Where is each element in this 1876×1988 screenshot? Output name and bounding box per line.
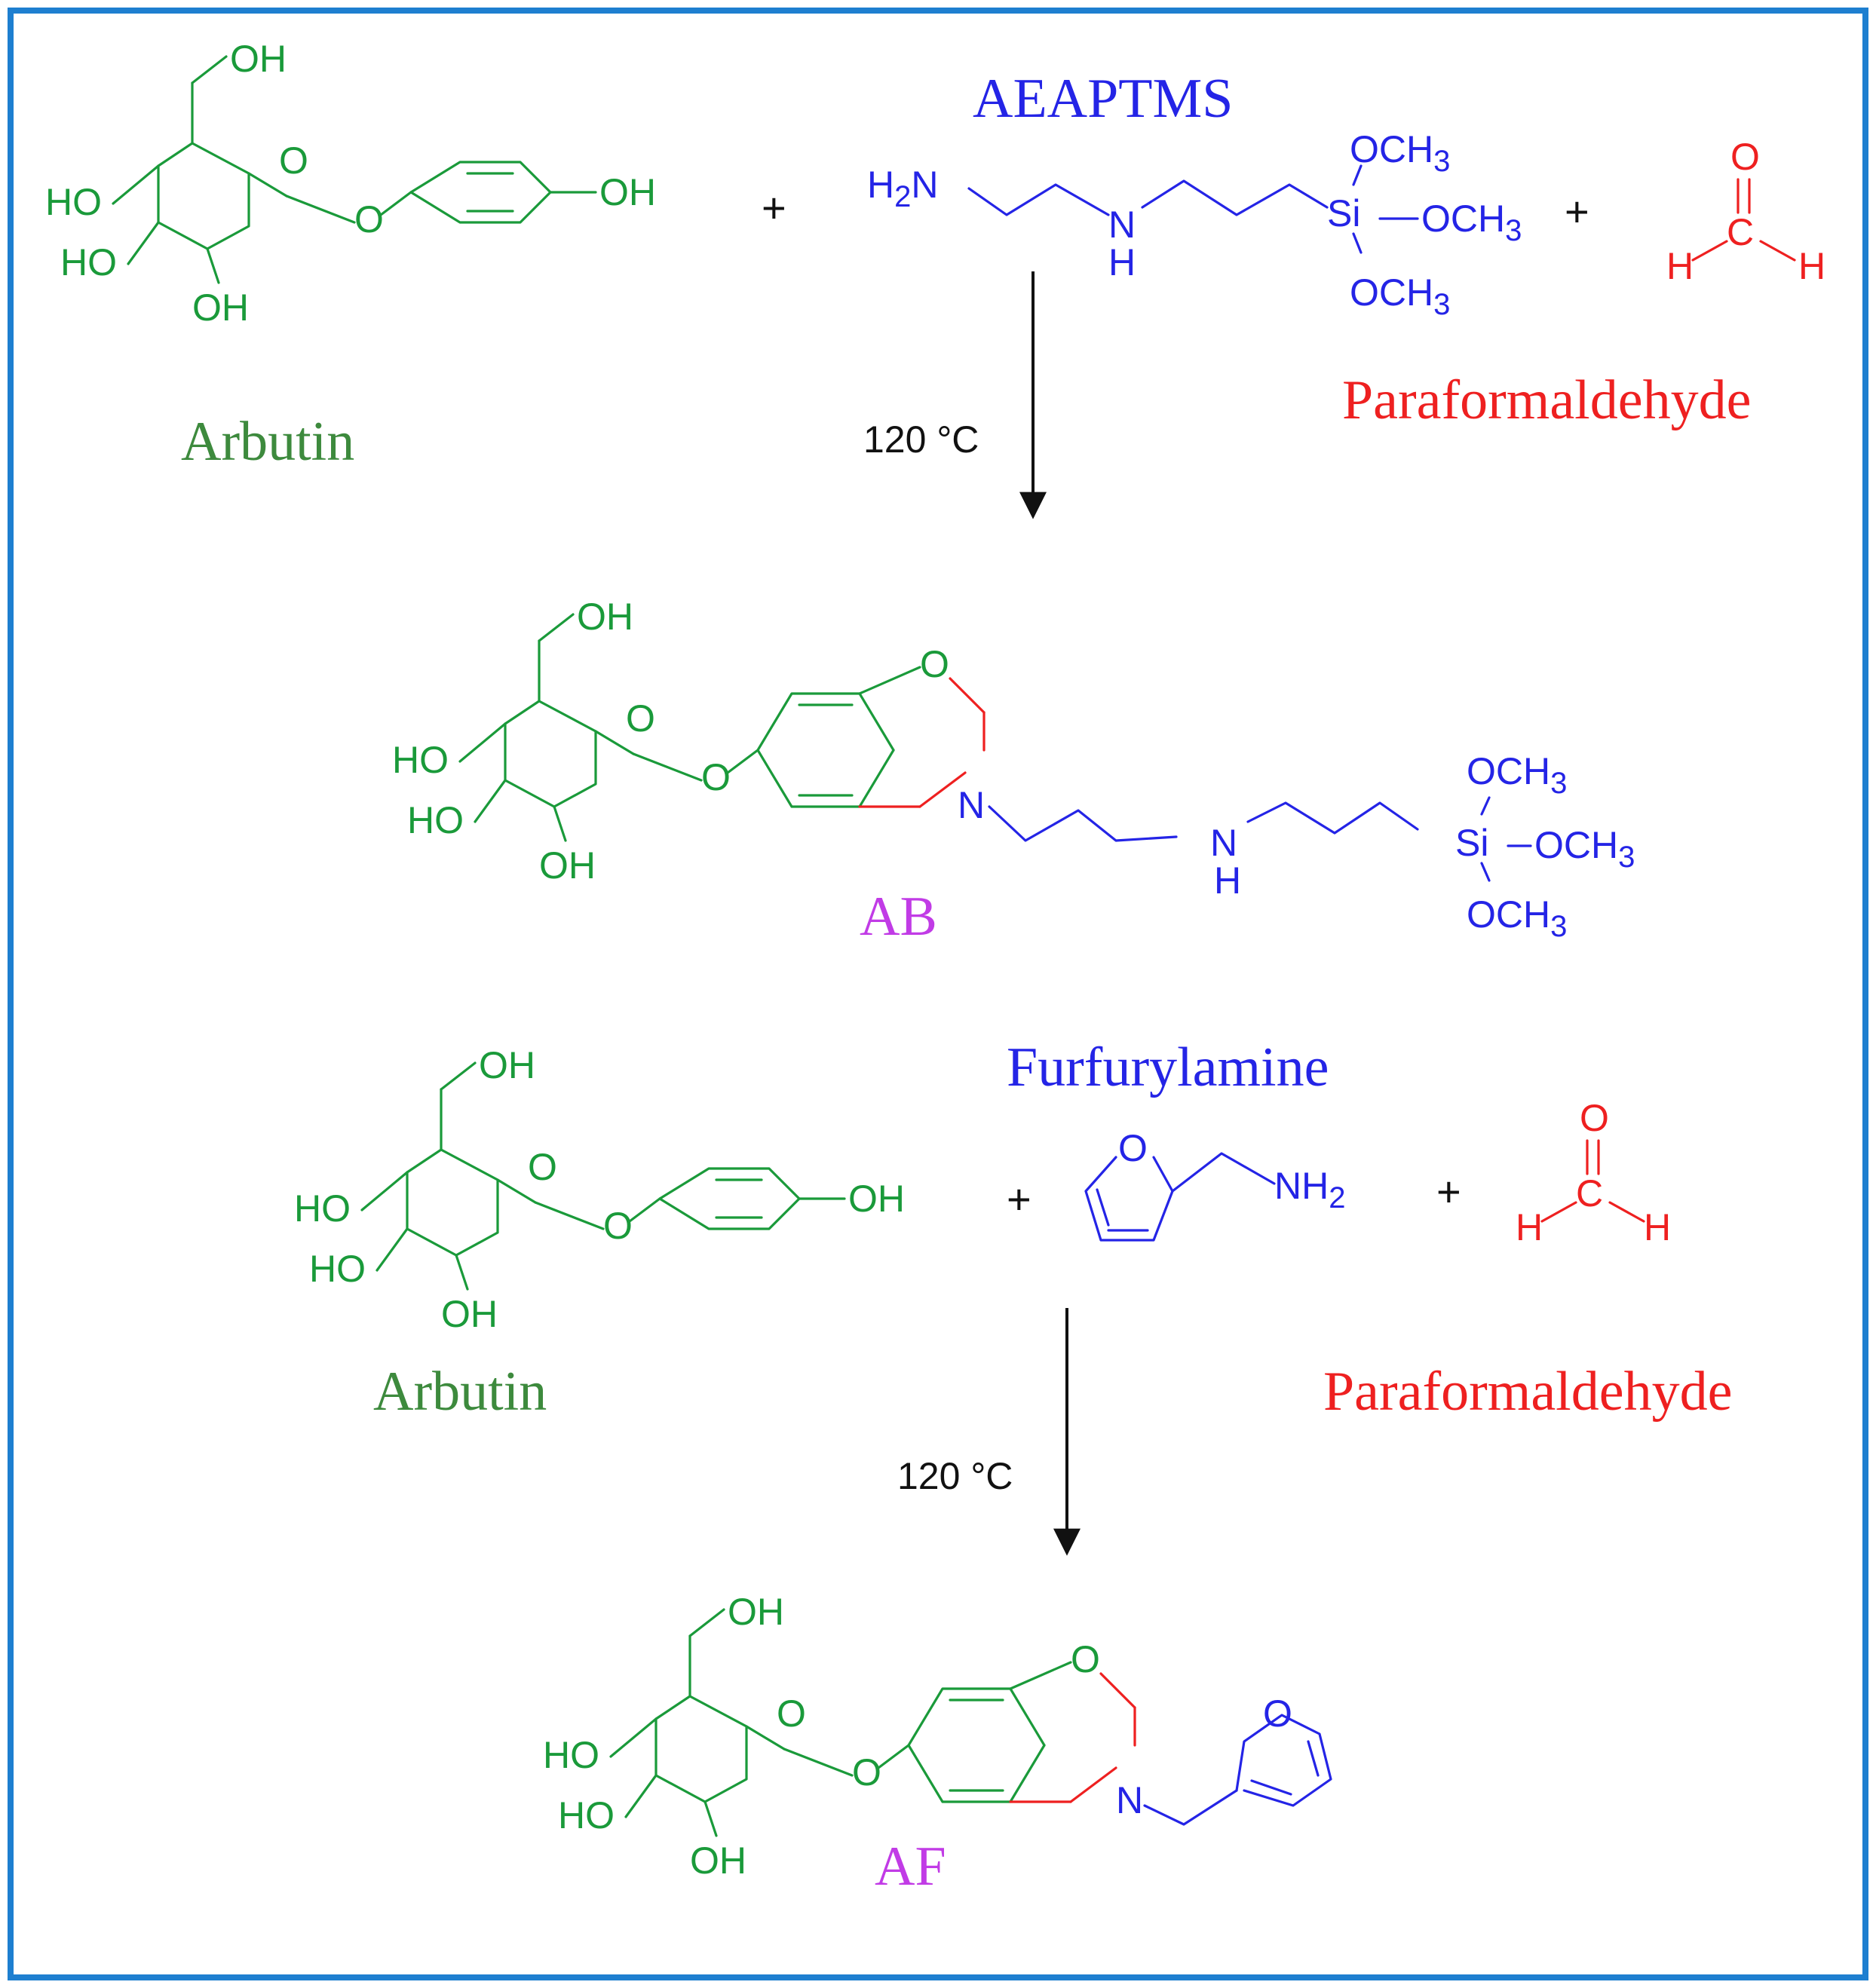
ab-label: AB: [860, 886, 937, 948]
arbutin-label: Arbutin: [373, 1361, 547, 1423]
svg-text:H: H: [1644, 1206, 1671, 1248]
plus-sign: +: [1565, 188, 1589, 235]
svg-text:C: C: [1576, 1172, 1603, 1215]
svg-text:Si: Si: [1327, 192, 1360, 234]
svg-text:H2N: H2N: [867, 164, 938, 213]
svg-text:H: H: [1798, 245, 1825, 287]
svg-text:OCH3: OCH3: [1421, 198, 1522, 247]
paraformaldehyde-label: Paraformaldehyde: [1323, 1361, 1732, 1423]
svg-text:C: C: [1727, 211, 1754, 253]
svg-text:H: H: [1108, 241, 1136, 283]
reaction-condition: 120 °C: [897, 1455, 1013, 1497]
svg-text:NH2: NH2: [1274, 1165, 1345, 1215]
svg-text:H: H: [1516, 1206, 1543, 1248]
plus-sign: +: [762, 184, 786, 231]
arbutin-structure: [294, 1044, 905, 1335]
svg-text:O: O: [1263, 1692, 1292, 1735]
svg-text:O: O: [1118, 1127, 1148, 1169]
reaction-condition: 120 °C: [863, 418, 979, 461]
svg-text:H: H: [1214, 859, 1241, 902]
svg-text:OCH3: OCH3: [1467, 750, 1567, 800]
svg-text:O: O: [1580, 1097, 1609, 1139]
plus-sign: +: [1007, 1175, 1031, 1223]
furfurylamine-label: Furfurylamine: [1007, 1037, 1329, 1098]
arbutin-structure: [45, 38, 656, 329]
plus-sign: +: [1436, 1168, 1461, 1215]
svg-text:OCH3: OCH3: [1350, 128, 1450, 178]
af-label: AF: [875, 1836, 946, 1898]
svg-text:N: N: [1108, 204, 1136, 246]
figure-border: [8, 8, 1868, 1980]
svg-text:N: N: [1116, 1779, 1143, 1821]
formaldehyde-structure: O C H H: [1516, 1097, 1671, 1248]
aeaptms-label: AEAPTMS: [973, 68, 1233, 130]
svg-text:OCH3: OCH3: [1350, 271, 1450, 321]
svg-text:Si: Si: [1455, 822, 1488, 864]
svg-text:N: N: [1210, 822, 1237, 864]
svg-text:OCH3: OCH3: [1534, 824, 1635, 874]
scheme-1: Arbutin + AEAPTMS H2N N H Si OCH3 OCH3 O…: [45, 38, 1825, 948]
svg-text:H: H: [1666, 245, 1694, 287]
aeaptms-structure: AEAPTMS H2N N H Si OCH3 OCH3 OCH3: [867, 68, 1522, 321]
arbutin-label: Arbutin: [181, 411, 354, 473]
furfurylamine-structure: Furfurylamine O NH2: [1007, 1037, 1345, 1242]
ab-structure: N N H Si OCH3 OCH3 OCH3: [392, 596, 1635, 943]
formaldehyde-structure: O C H H: [1666, 136, 1825, 287]
af-structure: N O: [543, 1591, 1332, 1882]
paraformaldehyde-label: Paraformaldehyde: [1342, 369, 1751, 431]
svg-text:N: N: [958, 784, 985, 826]
scheme-2: Arbutin + Furfurylamine O NH2 + O C H H …: [294, 1037, 1732, 1898]
svg-text:O: O: [1730, 136, 1760, 178]
svg-text:OCH3: OCH3: [1467, 893, 1567, 943]
